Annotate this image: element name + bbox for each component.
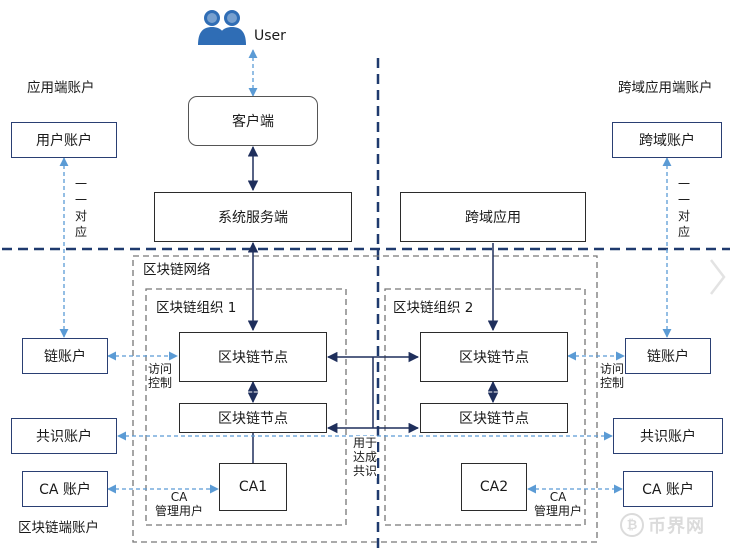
user-account-box: 用户账户 xyxy=(11,122,117,158)
cross-domain-account-box: 跨域账户 xyxy=(612,122,722,158)
app-accounts-title: 应用端账户 xyxy=(27,80,95,96)
org2-node-top-box: 区块链节点 xyxy=(420,332,568,382)
org2-node-bottom-box: 区块链节点 xyxy=(420,403,568,433)
access-control-label-right: 访问控制 xyxy=(600,362,625,390)
ca-account-right-box: CA 账户 xyxy=(623,471,713,507)
cross-domain-app-box: 跨域应用 xyxy=(400,192,586,242)
chain-account-left-box: 链账户 xyxy=(22,338,108,374)
cross-domain-accounts-title: 跨域应用端账户 xyxy=(618,80,713,96)
client-box: 客户端 xyxy=(188,96,318,146)
network-group-border xyxy=(132,255,598,543)
org2-group-label: 区块链组织 2 xyxy=(393,300,474,316)
coin-icon: ₿ xyxy=(620,513,644,537)
access-control-label-left: 访问控制 xyxy=(148,362,173,390)
one-to-one-label-right: 一一对应 xyxy=(677,177,690,239)
chevron-right-icon xyxy=(710,259,726,295)
ca-account-left-box: CA 账户 xyxy=(22,471,108,507)
user-icon xyxy=(196,7,248,51)
network-group-label: 区块链网络 xyxy=(143,262,211,278)
user-label: User xyxy=(254,28,286,44)
blockchain-accounts-title: 区块链端账户 xyxy=(18,520,99,536)
ca1-box: CA1 xyxy=(219,463,287,511)
org1-node-bottom-box: 区块链节点 xyxy=(179,403,327,433)
org1-group-border xyxy=(145,288,347,526)
consensus-account-left-box: 共识账户 xyxy=(11,418,117,454)
one-to-one-label-left: 一一对应 xyxy=(74,177,87,239)
chain-account-right-box: 链账户 xyxy=(625,338,711,374)
consensus-label: 用于达成共识 xyxy=(353,436,378,478)
consensus-account-right-box: 共识账户 xyxy=(613,418,723,454)
watermark-logo: ₿ 币界网 xyxy=(620,512,705,538)
org1-node-top-box: 区块链节点 xyxy=(179,332,327,382)
org2-group-border xyxy=(384,288,586,526)
ca2-box: CA2 xyxy=(461,463,527,511)
system-service-box: 系统服务端 xyxy=(154,192,352,242)
org1-group-label: 区块链组织 1 xyxy=(156,300,237,316)
watermark-text: 币界网 xyxy=(648,516,705,537)
